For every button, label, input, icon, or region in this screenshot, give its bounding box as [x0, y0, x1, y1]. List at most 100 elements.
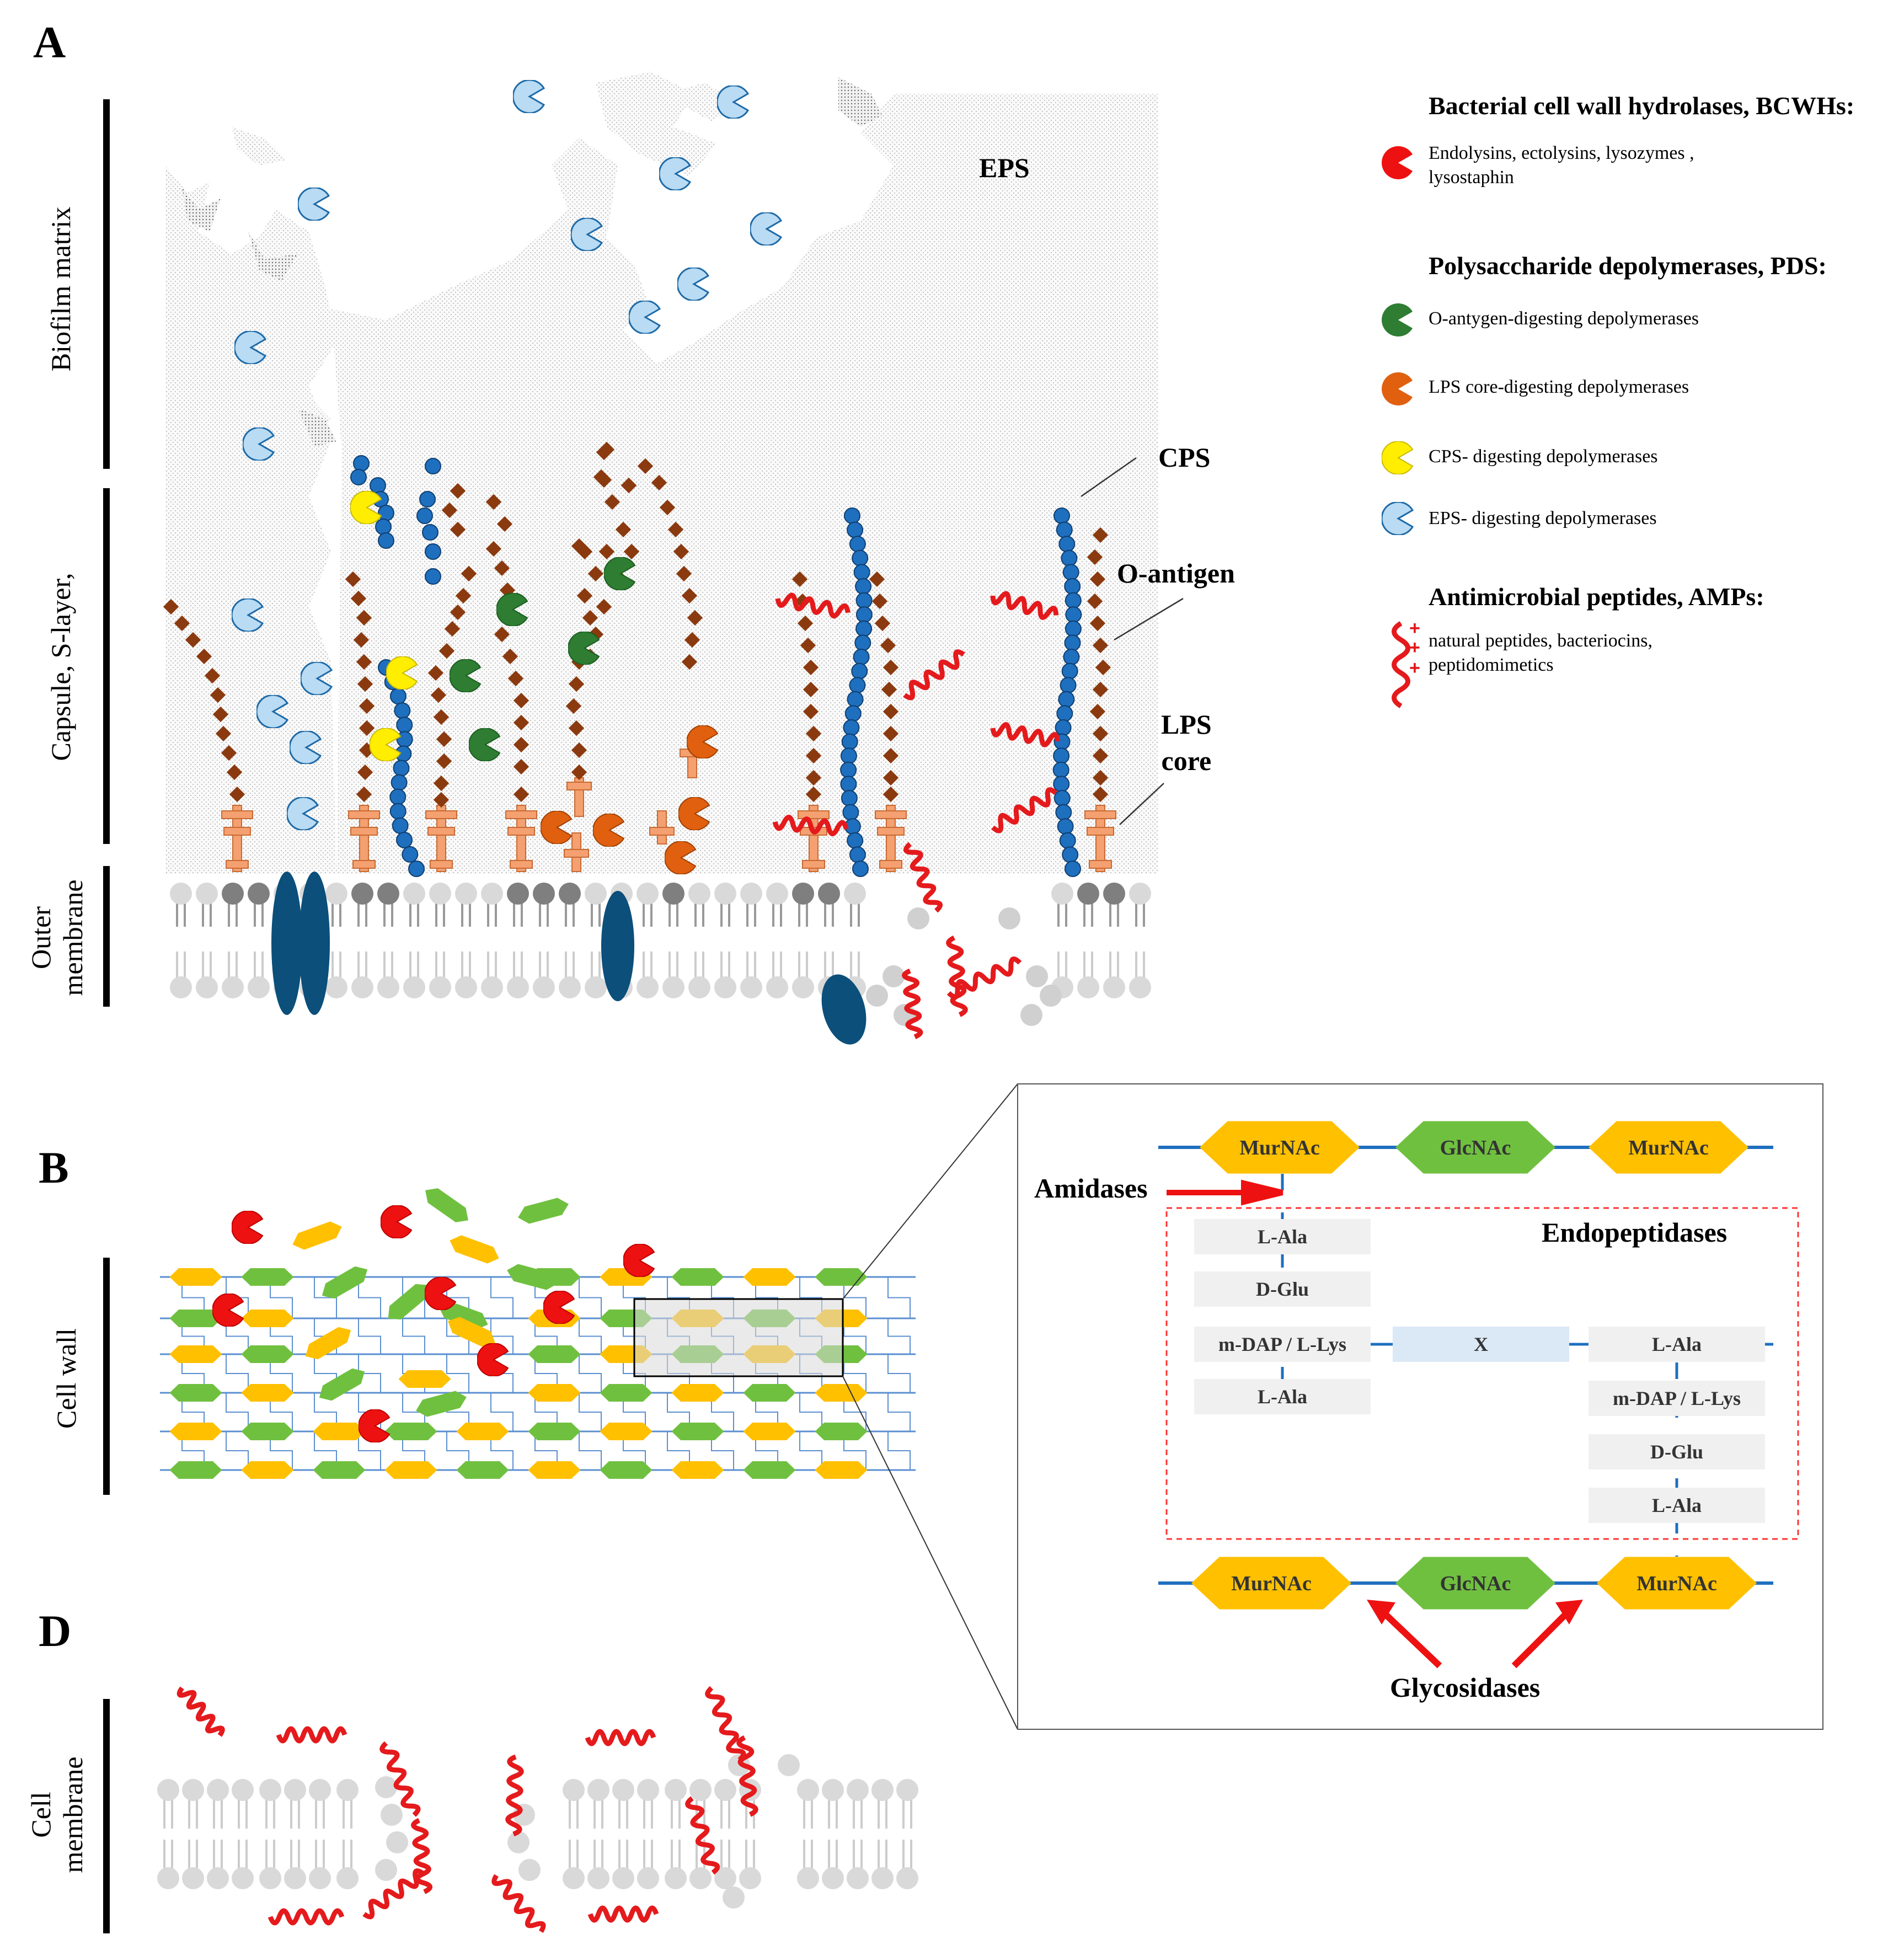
lipid-head	[455, 883, 477, 905]
o-antigen-unit	[571, 764, 587, 781]
amp-peptide	[902, 968, 923, 1039]
lipid-head	[818, 883, 840, 905]
legend-bcwh-line1: Endolysins, ectolysins, lysozymes ,	[1429, 143, 1694, 163]
glycosidase-arrow-right	[1511, 1608, 1572, 1669]
cps-bead	[350, 469, 367, 485]
lipid-head	[792, 976, 814, 998]
lps-core-fragment	[564, 832, 589, 872]
o-antigen-unit	[687, 610, 703, 626]
lipid-head	[662, 976, 684, 998]
o-antigen-unit	[1087, 593, 1103, 610]
cps-bead	[843, 719, 860, 736]
peptide-crosslink	[490, 1431, 514, 1470]
glcnac-bottom	[1395, 1557, 1555, 1610]
cps-bead	[852, 549, 869, 567]
lipid-head	[182, 1867, 204, 1889]
glycan-label: MurNAc	[1636, 1572, 1717, 1595]
o-antigen-unit	[174, 615, 190, 632]
cps-bead	[422, 524, 438, 541]
cell-wall-zoom-box	[633, 1083, 1018, 1730]
peptide-crosslink	[181, 1393, 205, 1431]
cps-bead	[855, 592, 873, 609]
o-antigen-unit	[226, 764, 243, 781]
o-antigen-unit	[494, 560, 510, 576]
o-antigen-unit	[353, 632, 370, 648]
lipid-head	[883, 965, 905, 987]
glcnac-unit	[456, 1461, 509, 1479]
lps-core	[425, 805, 457, 872]
lipid-head	[714, 1779, 736, 1801]
lipid-head	[689, 1779, 712, 1801]
legend-icons: + + +	[1382, 146, 1420, 708]
o-antigen-unit	[513, 714, 530, 731]
cps-bead	[396, 717, 413, 734]
eps-depolymerase-icon	[717, 85, 749, 119]
amp-peptide	[268, 1908, 345, 1926]
cps-bead	[1058, 536, 1076, 553]
glcnac-unit	[241, 1423, 294, 1440]
o-antigen-unit	[212, 706, 229, 723]
membrane-protein	[601, 891, 634, 1001]
cps-bead	[1062, 564, 1079, 581]
glcnac-unit	[743, 1461, 796, 1479]
o-antigen-unit	[359, 720, 375, 736]
lipid-head	[248, 976, 270, 998]
peptide-crosslink	[358, 1277, 381, 1318]
o-antigen-unit	[1089, 703, 1106, 720]
o-antigen-unit	[615, 521, 632, 538]
free-glycan-fragment	[447, 1317, 496, 1348]
bridge-x: X	[1393, 1327, 1569, 1362]
lipid-head	[157, 1867, 179, 1889]
peptide-crosslink	[711, 1431, 734, 1470]
amidase-arrow	[1167, 1179, 1283, 1206]
glycosidase-arrowhead-left	[1367, 1600, 1395, 1624]
o-antigen-unit	[883, 725, 899, 742]
peptide-crosslink	[181, 1354, 205, 1393]
o-antigen-unit	[883, 747, 899, 764]
o-antigen-unit	[1092, 725, 1109, 742]
lipid-head	[1020, 1004, 1042, 1026]
lipid-head	[284, 1867, 306, 1889]
o-antigen-unit	[791, 571, 808, 587]
cps-bead	[841, 790, 858, 806]
glycan-label: GlcNAc	[1440, 1136, 1511, 1159]
o-antigen-unit	[444, 621, 461, 637]
amp-peptide	[685, 1796, 720, 1875]
svg-text:+: +	[1409, 618, 1420, 639]
cell-membrane-bar	[103, 1699, 110, 1933]
cell-membrane-bilayer	[157, 1754, 918, 1909]
lipid-head	[429, 976, 451, 998]
cps-bead	[396, 831, 413, 848]
murnac-unit	[671, 1384, 724, 1402]
lipid-head	[563, 1779, 585, 1801]
murnac-unit	[169, 1423, 222, 1440]
peptide-crosslink	[843, 1354, 867, 1393]
o-antigen-unit	[673, 543, 689, 560]
o-antigen-unit	[623, 543, 640, 560]
legend-pds-item-cps: CPS- digesting depolymerases	[1429, 446, 1658, 467]
endopeptidases-label: Endopeptidases	[1542, 1217, 1727, 1248]
cps-bead	[416, 507, 433, 524]
cps-bead	[853, 649, 870, 665]
cps-bead	[844, 507, 860, 524]
lipid-head	[1077, 976, 1099, 998]
lipid-head	[797, 1867, 819, 1889]
panel-letter-b: B	[39, 1142, 69, 1193]
o-antigen-unit	[1092, 681, 1109, 698]
o-antigen-unit	[604, 494, 621, 510]
amp-peptide	[276, 1726, 347, 1744]
glcnac-top	[1395, 1121, 1555, 1174]
lipid-head	[507, 976, 529, 998]
lipid-head	[1129, 976, 1151, 998]
o-antigen-unit	[805, 747, 822, 764]
free-glycan-fragment	[450, 1235, 499, 1264]
endolysin-icon	[425, 1277, 456, 1310]
svg-text:+: +	[1409, 637, 1420, 658]
o-antigen-unit	[485, 494, 502, 510]
peptide-crosslink	[711, 1393, 734, 1431]
cps-group	[350, 455, 1082, 877]
lipid-head	[170, 883, 192, 905]
lipid-head	[507, 1831, 530, 1853]
cps-bead	[847, 832, 864, 849]
